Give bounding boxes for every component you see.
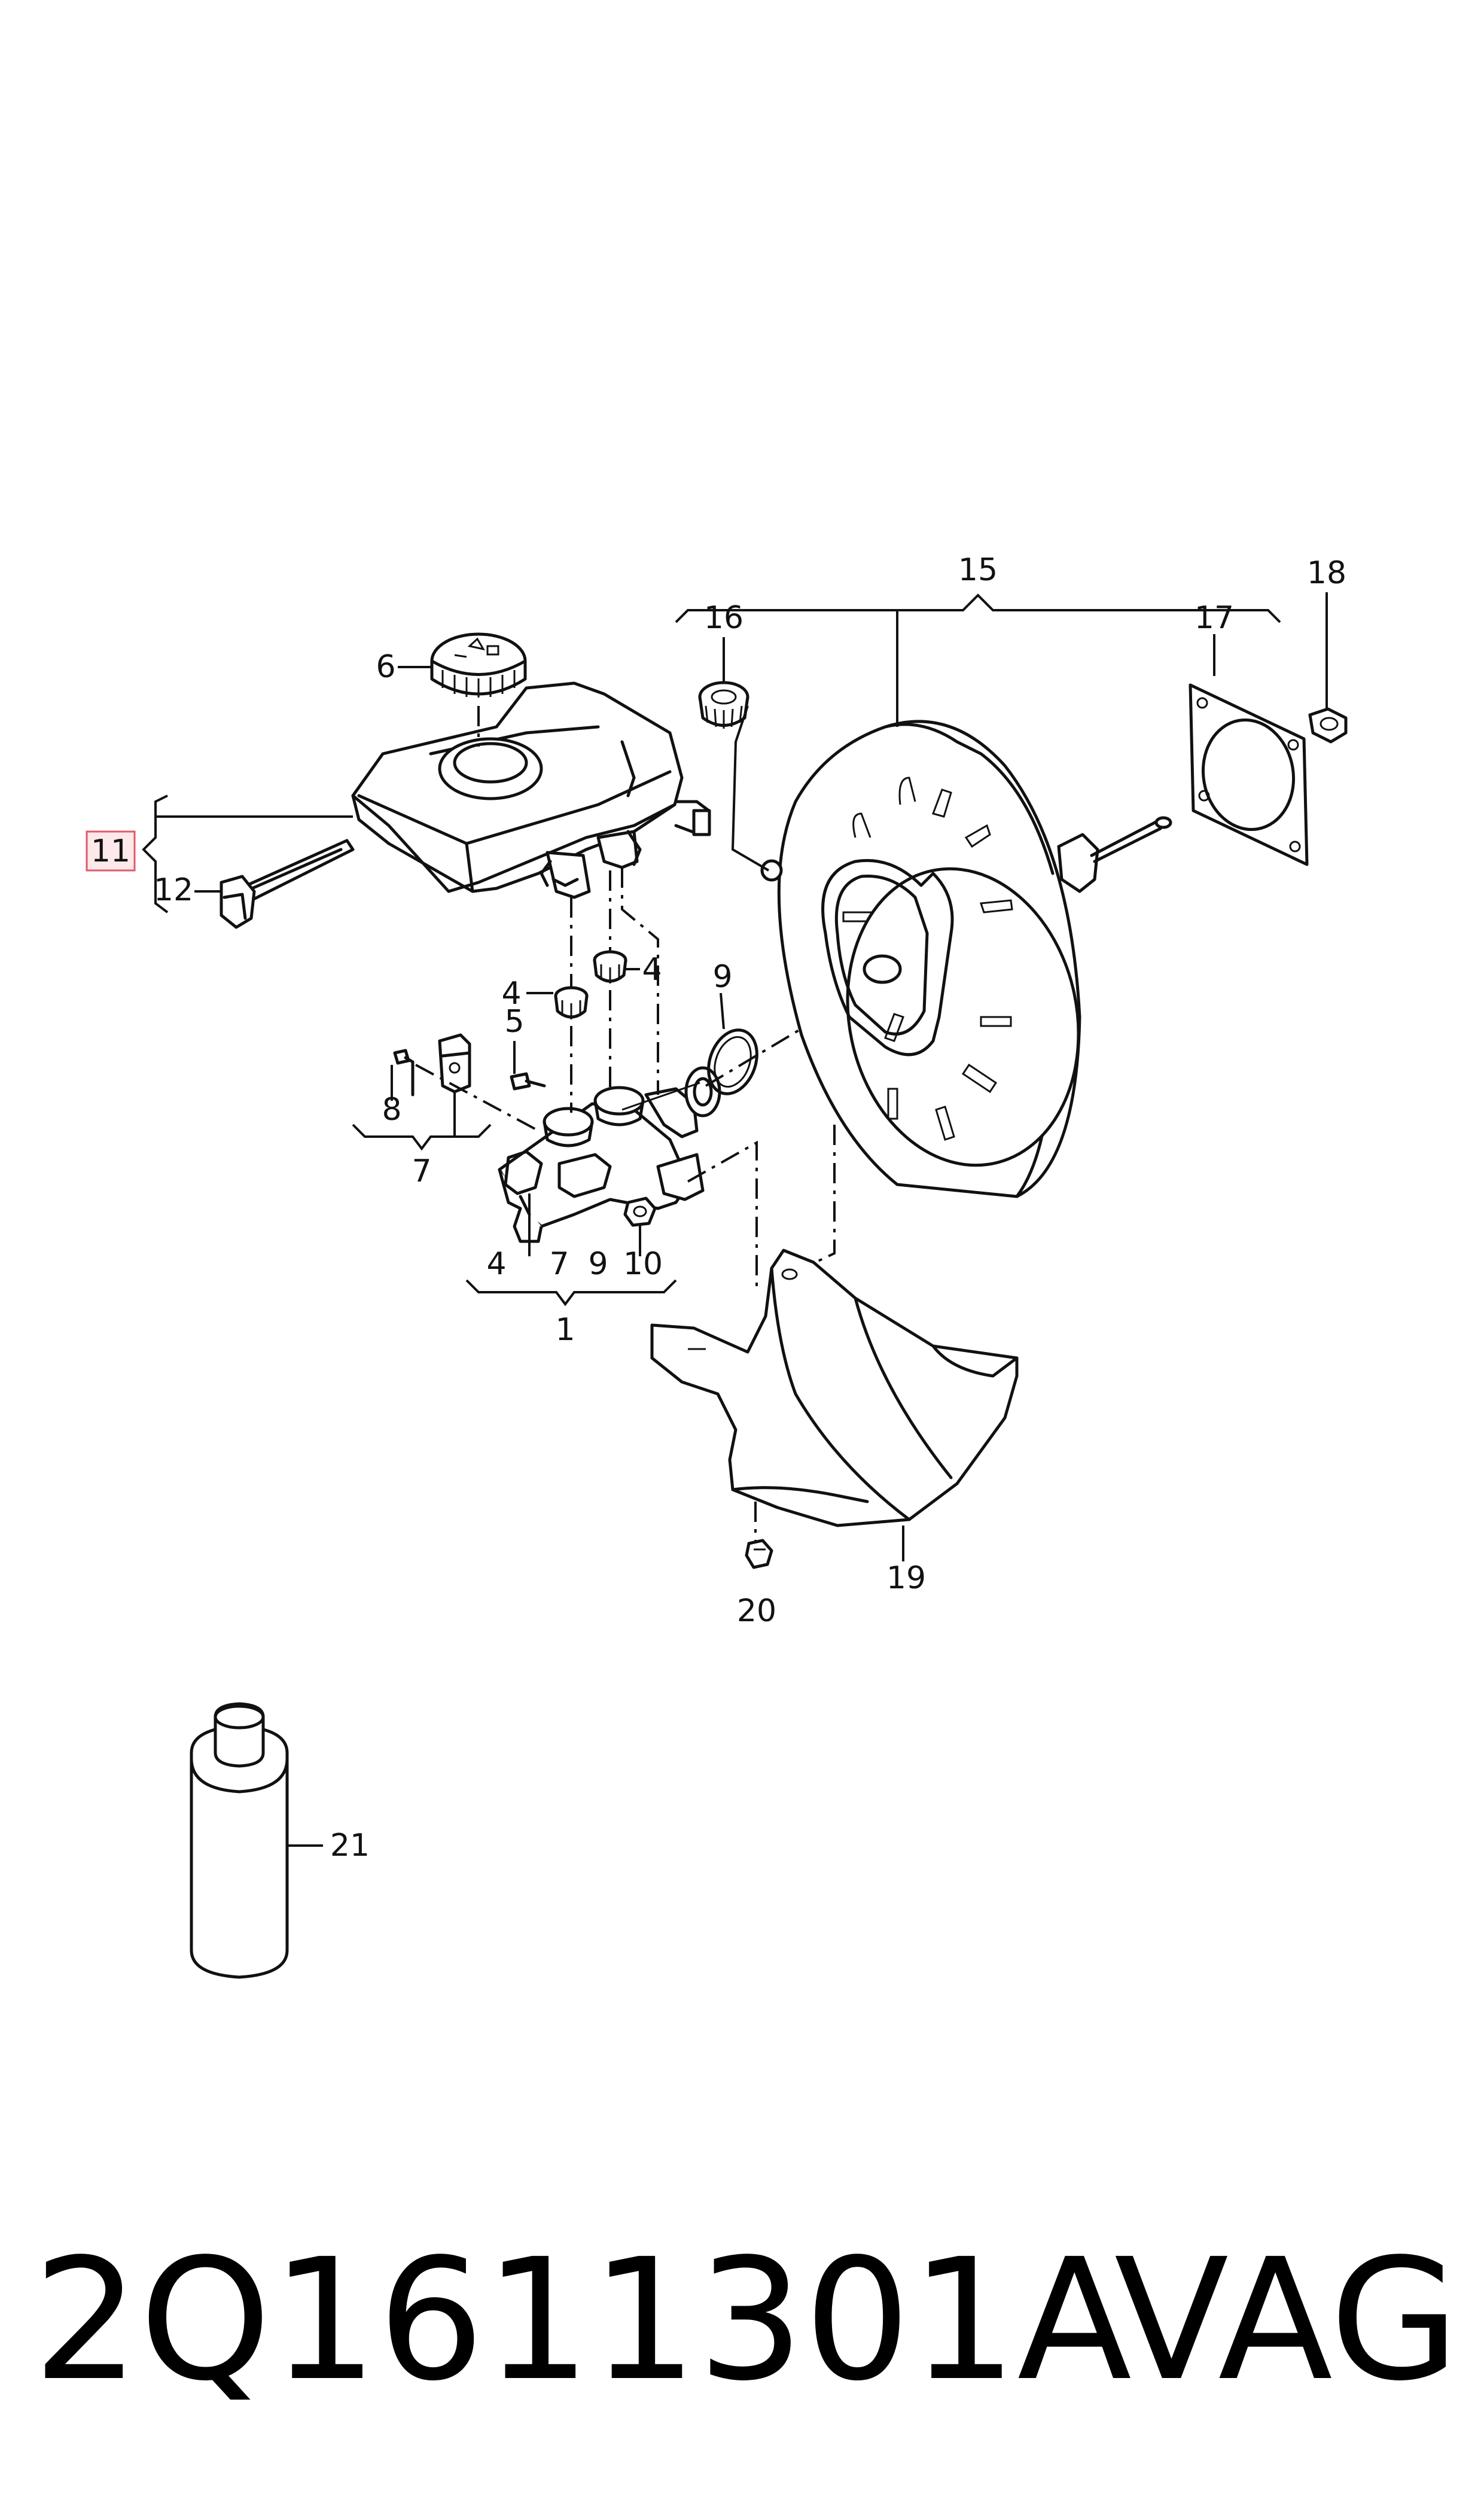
callout-1: 1	[555, 1312, 575, 1348]
brake-fluid-bottle	[190, 1702, 289, 1979]
bracket-axis	[415, 1064, 539, 1132]
callout-9-oring: 9	[712, 959, 732, 995]
grommet-left	[554, 986, 589, 1019]
pressure-sensor-bracket	[393, 1033, 471, 1097]
callout-15: 15	[958, 552, 998, 588]
callout-4-group: 4	[486, 1246, 506, 1282]
brand-name: VAG	[1114, 2223, 1459, 2418]
callout-11-highlight	[86, 830, 136, 872]
callout-7-bracket: 7	[412, 1153, 431, 1189]
brake-booster	[760, 720, 1172, 1198]
reservoir-guide-right	[621, 867, 659, 1095]
master-cylinder	[498, 1066, 721, 1243]
heat-shield-guide-left	[687, 1140, 758, 1286]
callout-20: 20	[737, 1593, 776, 1629]
brake-fluid-reservoir	[351, 681, 711, 899]
booster-gasket	[1189, 683, 1309, 866]
callout-19: 19	[886, 1560, 926, 1596]
heat-shield	[650, 1249, 1019, 1527]
nut-20	[745, 1539, 773, 1569]
nut-18	[1308, 707, 1348, 744]
callout-10: 10	[623, 1246, 663, 1282]
part-number: 2Q1611301A	[33, 2223, 1132, 2418]
cylinder-flange-line	[621, 1082, 700, 1111]
callout-18: 18	[1307, 555, 1346, 591]
callout-12: 12	[154, 872, 193, 908]
footer: 2Q1611301A VAG	[33, 2223, 1459, 2418]
callout-16: 16	[704, 600, 743, 636]
leader-lines	[142, 592, 1328, 1847]
callout-21: 21	[330, 1828, 370, 1864]
callout-4-left: 4	[501, 976, 521, 1012]
callout-labels: 11 12 6 15 16 17 18 4 4 9 5 8 7 4 7 9 10…	[86, 552, 1346, 1864]
grommet-right	[593, 950, 627, 984]
bolt-5	[510, 1072, 546, 1091]
callout-17: 17	[1194, 600, 1234, 636]
callout-7-group: 7	[549, 1246, 569, 1282]
nut-10	[623, 1196, 657, 1227]
callout-4-right: 4	[642, 952, 662, 988]
booster-seal	[698, 681, 749, 729]
reservoir-cap	[430, 632, 527, 698]
callout-9-group: 9	[588, 1246, 608, 1282]
level-sensor	[220, 839, 355, 929]
callout-6: 6	[376, 649, 395, 685]
o-ring	[707, 1028, 758, 1095]
callout-8: 8	[382, 1092, 401, 1128]
callout-11: 11	[91, 833, 130, 869]
callout-5: 5	[504, 1004, 524, 1040]
